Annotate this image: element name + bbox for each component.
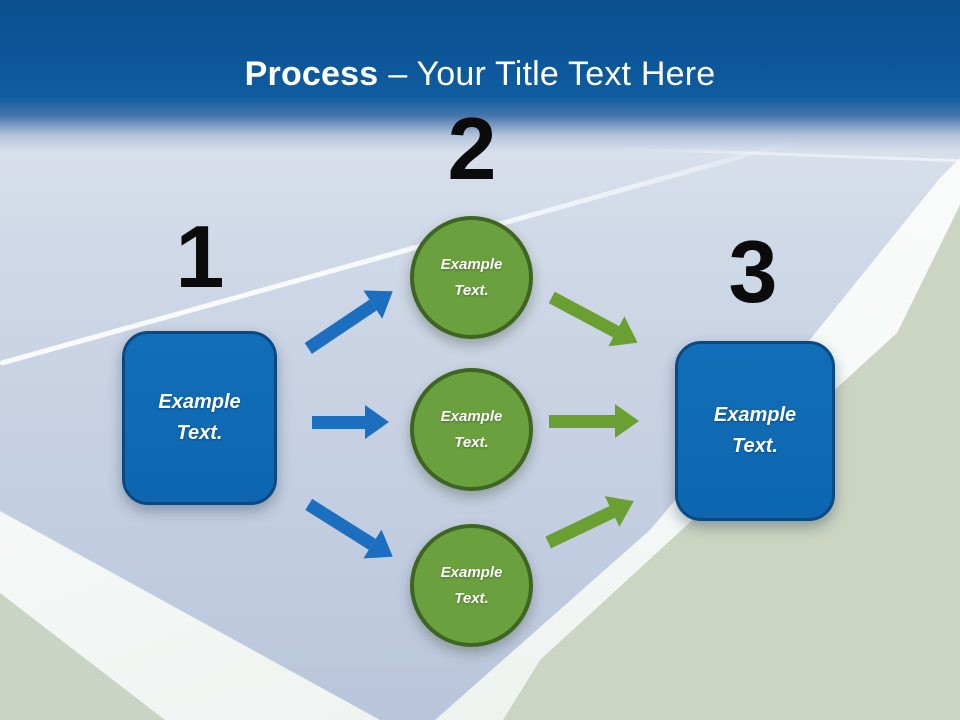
step-number-1: 1 <box>175 207 225 306</box>
start-box-label: Example Text. <box>158 391 241 444</box>
process-circle-middle: Example Text. <box>410 368 533 491</box>
step-number-3: 3 <box>728 222 778 321</box>
arrow-shaft <box>545 505 615 548</box>
circle-bottom-label: Example Text. <box>440 564 503 607</box>
slide-title: Process– Your Title Text Here <box>0 55 960 93</box>
arrow-shaft <box>304 299 377 354</box>
arrow-head-icon <box>615 404 639 438</box>
arrow-shaft <box>312 415 365 429</box>
end-box-label: Example Text. <box>713 404 797 457</box>
slide-title-rest: – Your Title Text Here <box>388 55 716 93</box>
step-number-2: 2 <box>447 99 497 198</box>
process-start-box: Example Text. <box>122 331 277 505</box>
process-circle-bottom: Example Text. <box>410 524 533 647</box>
arrow-head-icon <box>604 485 642 527</box>
arrow-shaft <box>549 414 615 428</box>
circle-middle-label: Example Text. <box>440 408 503 451</box>
circle-top-label: Example Text. <box>440 256 503 299</box>
header-band <box>0 0 960 165</box>
arrow-circle-bottom-to-end <box>541 485 642 558</box>
arrow-circle-top-to-end <box>544 282 646 358</box>
arrow-start-to-circle-mid <box>312 405 389 439</box>
arrow-circle-mid-to-end <box>549 404 639 438</box>
court-white-line-diagonal <box>0 133 815 366</box>
process-end-box: Example Text. <box>675 341 835 521</box>
arrow-start-to-circle-top <box>299 277 403 362</box>
arrow-shaft <box>305 498 376 550</box>
arrow-head-icon <box>365 405 389 439</box>
process-circle-top: Example Text. <box>410 216 533 339</box>
arrow-start-to-circle-bottom <box>300 490 402 572</box>
slide-title-bold: Process <box>244 55 379 93</box>
arrow-shaft <box>548 291 620 338</box>
